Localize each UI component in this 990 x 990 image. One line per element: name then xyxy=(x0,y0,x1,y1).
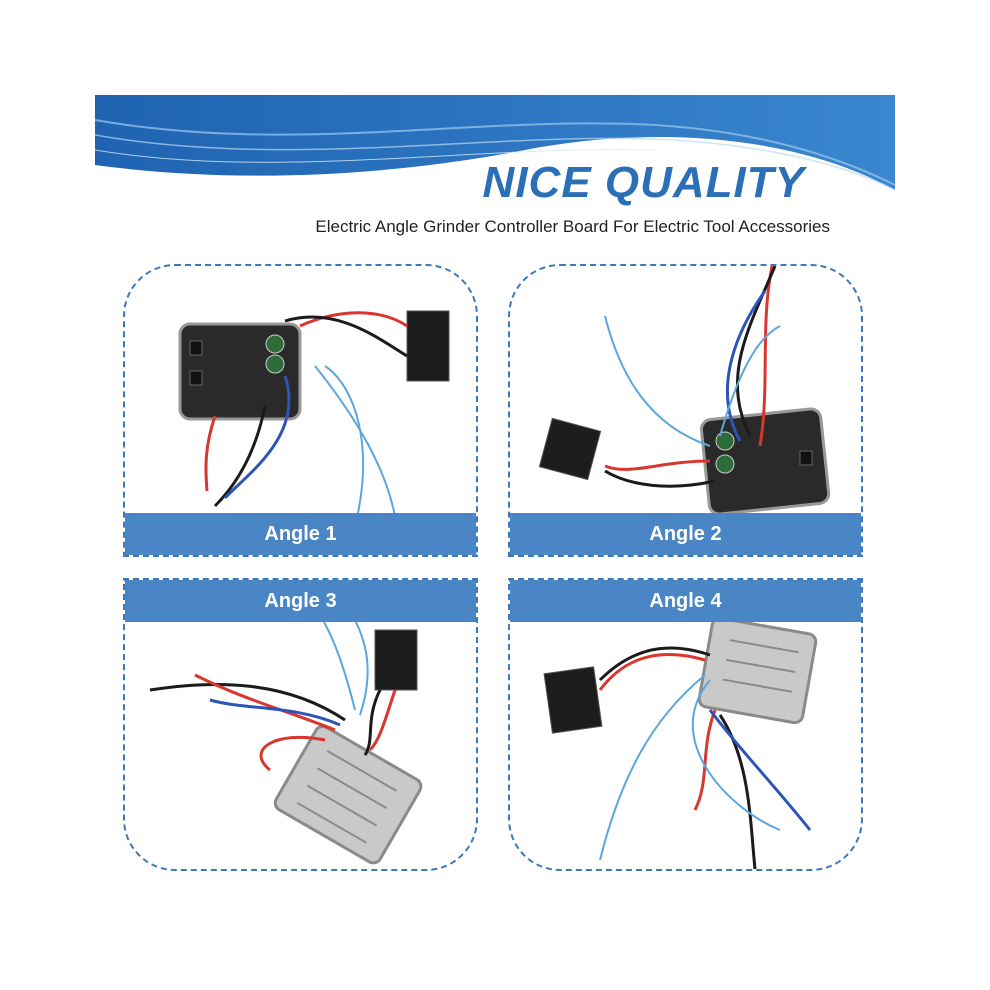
panel-label: Angle 2 xyxy=(510,513,861,555)
panel-label: Angle 3 xyxy=(125,580,476,622)
panel-angle-3: Angle 3 xyxy=(123,578,478,871)
subtitle: Electric Angle Grinder Controller Board … xyxy=(315,217,830,236)
wave-banner xyxy=(95,95,895,195)
controller-board-photo xyxy=(538,266,831,516)
panel-angle-1: Angle 1 xyxy=(123,264,478,557)
panel-label: Angle 4 xyxy=(510,580,861,622)
controller-board-photo xyxy=(149,614,423,865)
panel-angle-2: Angle 2 xyxy=(508,264,863,557)
panel-angle-4: Angle 4 xyxy=(508,578,863,871)
controller-board-photo xyxy=(178,310,450,527)
controller-board-photo xyxy=(543,616,818,869)
panel-label: Angle 1 xyxy=(125,513,476,555)
headline: NICE QUALITY xyxy=(482,158,805,207)
